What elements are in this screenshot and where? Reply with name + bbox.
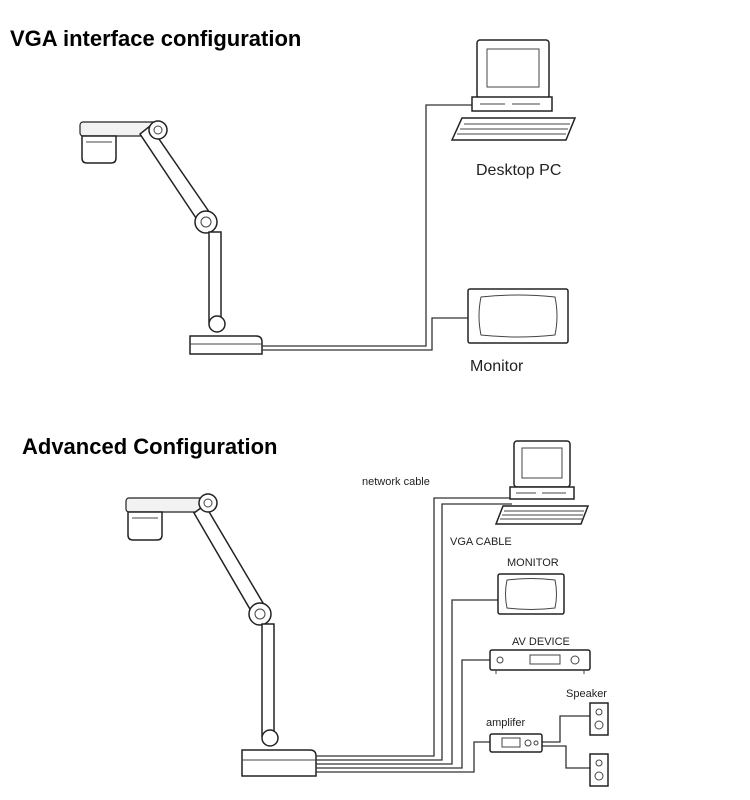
- monitor-top: [467, 288, 569, 344]
- label-av-device: AV DEVICE: [512, 636, 570, 648]
- label-monitor: Monitor: [470, 358, 524, 375]
- advanced-section-title: Advanced Configuration: [22, 434, 278, 459]
- label-speaker: Speaker: [566, 688, 607, 700]
- label-monitor-advanced: MONITOR: [507, 557, 559, 569]
- monitor-bottom: [497, 573, 565, 615]
- label-desktop-pc: Desktop PC: [476, 162, 562, 179]
- speaker-upper: [589, 702, 609, 736]
- document-camera-top: [79, 120, 263, 355]
- label-vga-cable: VGA CABLE: [450, 536, 512, 548]
- vga-section-title: VGA interface configuration: [10, 26, 302, 51]
- cables-bottom: [316, 497, 590, 773]
- desktop-pc-top: [450, 39, 577, 141]
- amplifier: [489, 733, 543, 753]
- desktop-pc-bottom: [494, 440, 590, 525]
- speaker-lower: [589, 753, 609, 787]
- cables-top: [262, 104, 476, 351]
- label-amplifier: amplifer: [486, 717, 526, 729]
- av-device: [489, 649, 591, 674]
- label-network-cable: network cable: [362, 476, 430, 488]
- document-camera-bottom: [125, 493, 317, 777]
